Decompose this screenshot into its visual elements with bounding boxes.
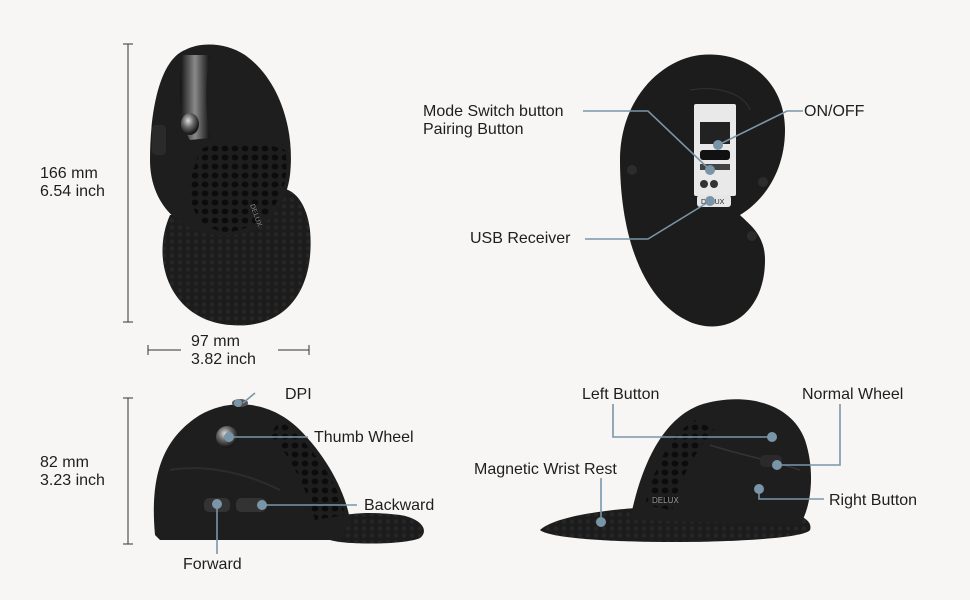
label-forward: Forward bbox=[183, 556, 242, 573]
dimension-lines-side bbox=[123, 397, 133, 545]
label-dpi: DPI bbox=[285, 386, 312, 403]
dimension-lines-top bbox=[123, 43, 310, 355]
height-top-mm: 166 mm bbox=[40, 165, 98, 182]
width-top-inch: 3.82 inch bbox=[191, 351, 256, 368]
label-mode-switch: Mode Switch button bbox=[423, 103, 564, 120]
label-usb-receiver: USB Receiver bbox=[470, 230, 571, 247]
callout-lines bbox=[216, 110, 841, 554]
height-side-inch: 3.23 inch bbox=[40, 472, 105, 489]
label-right-button: Right Button bbox=[829, 492, 918, 509]
brand-logo-angle: DELUX bbox=[652, 496, 679, 505]
height-side-mm: 82 mm bbox=[40, 454, 89, 471]
label-on-off: ON/OFF bbox=[804, 103, 865, 120]
callout-dots bbox=[212, 140, 782, 527]
label-thumb-wheel: Thumb Wheel bbox=[314, 429, 414, 446]
label-pairing-button: Pairing Button bbox=[423, 121, 524, 138]
mouse-top-view: DELUX bbox=[150, 44, 311, 326]
label-normal-wheel: Normal Wheel bbox=[802, 386, 904, 403]
mouse-angle-view: DELUX bbox=[540, 399, 812, 543]
label-left-button: Left Button bbox=[582, 386, 660, 403]
mouse-bottom-view: DELUX bbox=[620, 54, 785, 327]
width-top-mm: 97 mm bbox=[191, 333, 240, 350]
label-magnetic-wrist-rest: Magnetic Wrist Rest bbox=[474, 461, 617, 478]
mouse-side-view bbox=[153, 399, 424, 544]
height-top-inch: 6.54 inch bbox=[40, 183, 105, 200]
label-backward: Backward bbox=[364, 497, 435, 514]
